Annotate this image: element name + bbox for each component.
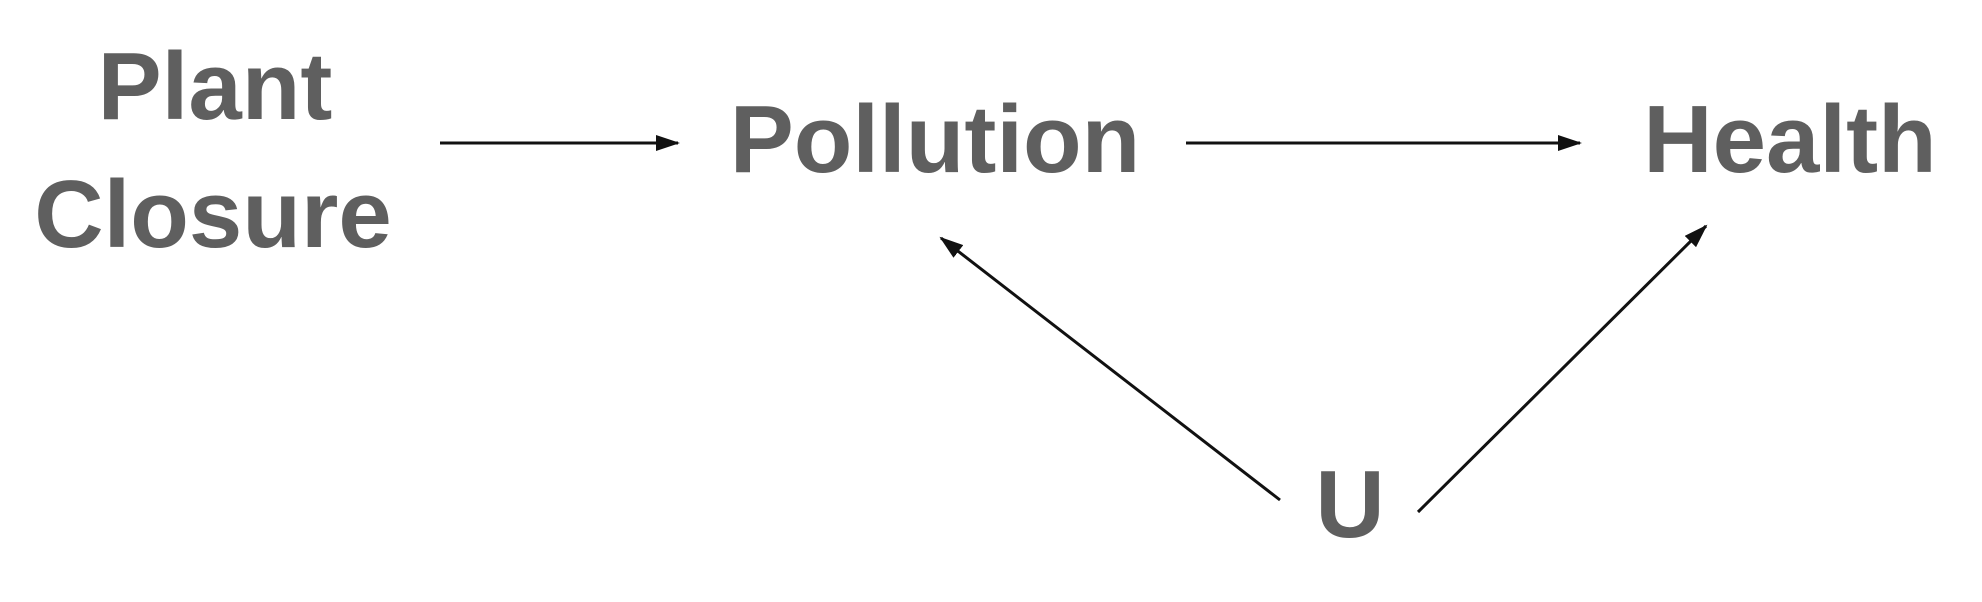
node-plant-closure: Plant Closure <box>34 33 391 268</box>
edge-u-to-pollution <box>939 236 1281 502</box>
edge-u-to-health <box>1416 224 1708 514</box>
node-health-label: Health <box>1643 86 1936 193</box>
plant-closure-label-line-2: Closure <box>34 161 391 268</box>
plant-closure-label-line-1: Plant <box>98 33 333 140</box>
node-u-label: U <box>1315 451 1384 558</box>
node-pollution-label: Pollution <box>730 86 1141 193</box>
